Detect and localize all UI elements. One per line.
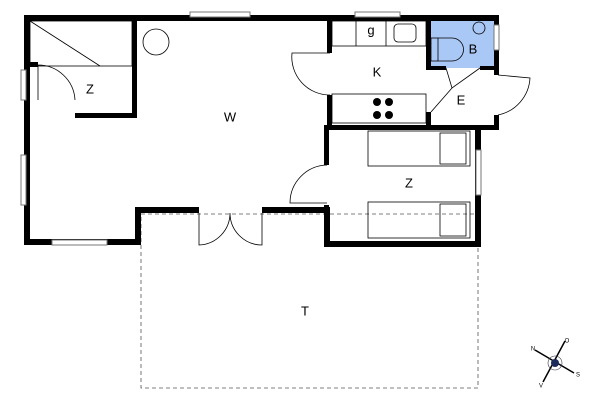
doors [37, 52, 531, 246]
room-label-z-bedroom: Z [405, 175, 413, 190]
compass-s: S [576, 373, 580, 379]
room-label-e-entry: E [457, 92, 466, 107]
compass-v: V [539, 384, 543, 390]
room-label-t-terrace: T [301, 303, 309, 318]
compass-o: O [565, 339, 570, 345]
windows [20, 11, 500, 246]
compass-rose-icon: N O S V [531, 339, 580, 390]
compass-n: N [531, 347, 535, 353]
room-label-g: g [367, 22, 374, 37]
room-label-w-living: W [224, 109, 237, 124]
room-label-k-kitchen: K [373, 64, 382, 79]
room-label-z-storage: Z [86, 81, 94, 96]
room-label-b-bath: B [469, 41, 478, 56]
fixtures [29, 20, 486, 239]
terrace-outline [140, 213, 479, 389]
